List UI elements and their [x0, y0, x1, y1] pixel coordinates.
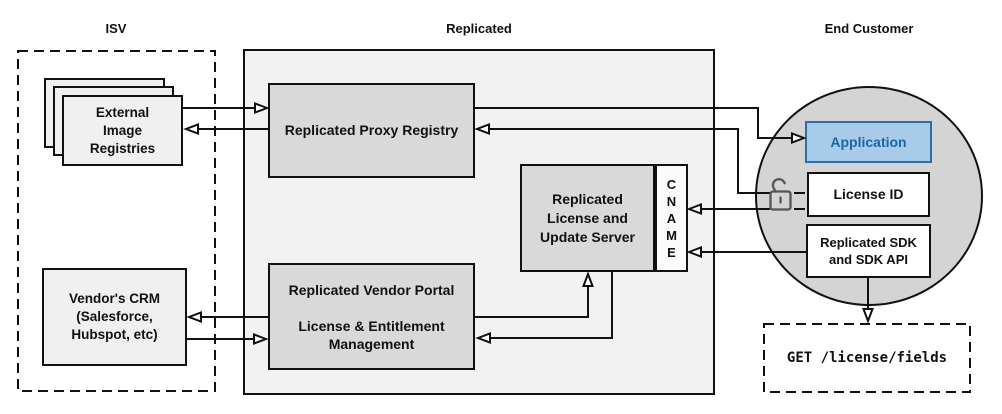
replicated-sdk-node: Replicated SDK and SDK API	[806, 224, 931, 278]
cname-letter: M	[666, 227, 677, 243]
replicated-sdk-label: Replicated SDK and SDK API	[820, 235, 917, 267]
external-image-registries-label: External Image Registries	[89, 104, 156, 156]
cname-letter: C	[666, 176, 677, 192]
cname-letter: E	[667, 244, 676, 260]
end-customer-section-title: End Customer	[824, 21, 914, 36]
license-id-label: License ID	[833, 186, 904, 202]
license-update-server-node: Replicated License and Update Server	[520, 164, 655, 272]
cname-letter: A	[666, 210, 677, 226]
isv-section-title: ISV	[105, 21, 127, 36]
vendor-portal-node: Replicated Vendor Portal License & Entit…	[268, 263, 475, 370]
vendors-crm-label: Vendor's CRM (Salesforce, Hubspot, etc)	[69, 291, 160, 342]
license-update-server-label: Replicated License and Update Server	[540, 190, 635, 245]
vendors-crm-node: Vendor's CRM (Salesforce, Hubspot, etc)	[42, 268, 187, 366]
license-id-node: License ID	[807, 172, 930, 217]
vendor-portal-label: Replicated Vendor Portal License & Entit…	[288, 281, 455, 352]
external-image-registries-node: External Image Registries	[62, 95, 183, 166]
application-node: Application	[805, 121, 932, 163]
cname-node: C N A M E	[655, 164, 688, 272]
replicated-section-title: Replicated	[446, 21, 512, 36]
cname-letter: N	[666, 193, 677, 209]
application-label: Application	[830, 134, 907, 150]
proxy-registry-node: Replicated Proxy Registry	[268, 83, 475, 178]
get-request-label: GET /license/fields	[786, 350, 948, 366]
proxy-registry-label: Replicated Proxy Registry	[284, 122, 459, 138]
